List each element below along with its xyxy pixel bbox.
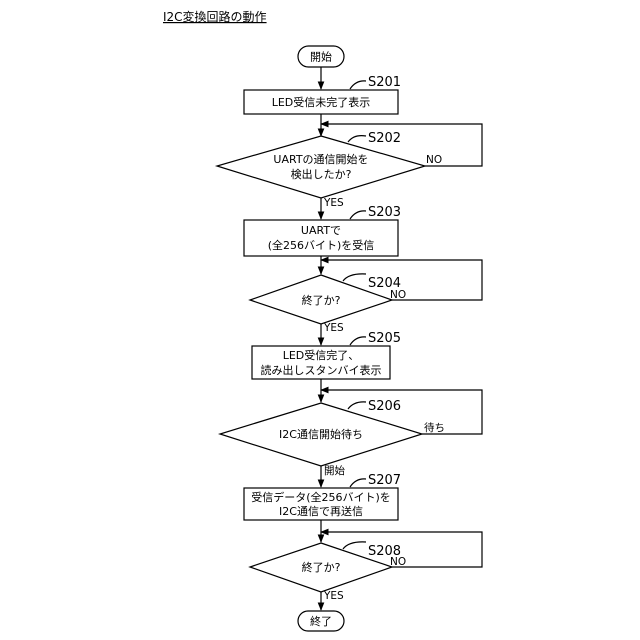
process-s205: LED受信完了、 読み出しスタンバイ表示	[252, 346, 390, 379]
start-node-text: 開始	[310, 50, 332, 64]
step-label-s201: S201	[368, 75, 401, 90]
step-leader-s206	[348, 402, 366, 409]
step-label-s206: S206	[368, 399, 401, 414]
branch-label-s204-no: NO	[390, 289, 406, 301]
decision-s204-text: 終了か?	[302, 293, 341, 307]
process-s205-text-line1: LED受信完了、	[283, 348, 360, 362]
branch-label-s208-yes: YES	[323, 590, 344, 602]
step-label-s203: S203	[368, 205, 401, 220]
step-label-s202: S202	[368, 131, 401, 146]
decision-s206-text: I2C通信開始待ち	[279, 427, 363, 441]
process-s207: 受信データ(全256バイト)を I2C通信で再送信	[244, 488, 398, 520]
branch-label-s202-yes: YES	[323, 197, 344, 209]
branch-label-s202-no: NO	[426, 154, 442, 166]
process-s203-text-line2: (全256バイト)を受信	[268, 238, 375, 252]
branch-label-s206-start: 開始	[324, 464, 345, 477]
step-leader-s205	[350, 337, 366, 345]
step-leader-s204	[343, 274, 366, 281]
process-s201: LED受信未完了表示	[244, 90, 398, 114]
step-leader-s207	[350, 479, 366, 487]
step-leader-s202	[348, 136, 366, 142]
step-leader-s201	[350, 81, 366, 89]
process-s203-text-line1: UARTで	[301, 224, 341, 237]
process-s205-text-line2: 読み出しスタンバイ表示	[261, 363, 382, 377]
step-leader-s203	[350, 211, 366, 219]
process-s201-text: LED受信未完了表示	[272, 95, 371, 109]
branch-label-s206-wait: 待ち	[424, 421, 445, 434]
step-label-s207: S207	[368, 473, 401, 488]
decision-s202-text-line1: UARTの通信開始を	[273, 152, 368, 166]
branch-label-s208-no: NO	[390, 556, 406, 568]
step-leader-s208	[343, 542, 366, 549]
start-node: 開始	[298, 46, 344, 67]
diagram-title: I2C変換回路の動作	[163, 9, 267, 24]
decision-s208-text: 終了か?	[302, 560, 341, 574]
process-s203: UARTで (全256バイト)を受信	[244, 220, 398, 256]
end-node-text: 終了	[310, 614, 332, 628]
process-s207-text-line1: 受信データ(全256バイト)を	[251, 490, 391, 504]
decision-s202-text-line2: 検出したか?	[291, 167, 352, 181]
end-node: 終了	[298, 611, 344, 631]
process-s207-text-line2: I2C通信で再送信	[279, 504, 363, 518]
step-label-s205: S205	[368, 331, 401, 346]
branch-label-s204-yes: YES	[323, 322, 344, 334]
